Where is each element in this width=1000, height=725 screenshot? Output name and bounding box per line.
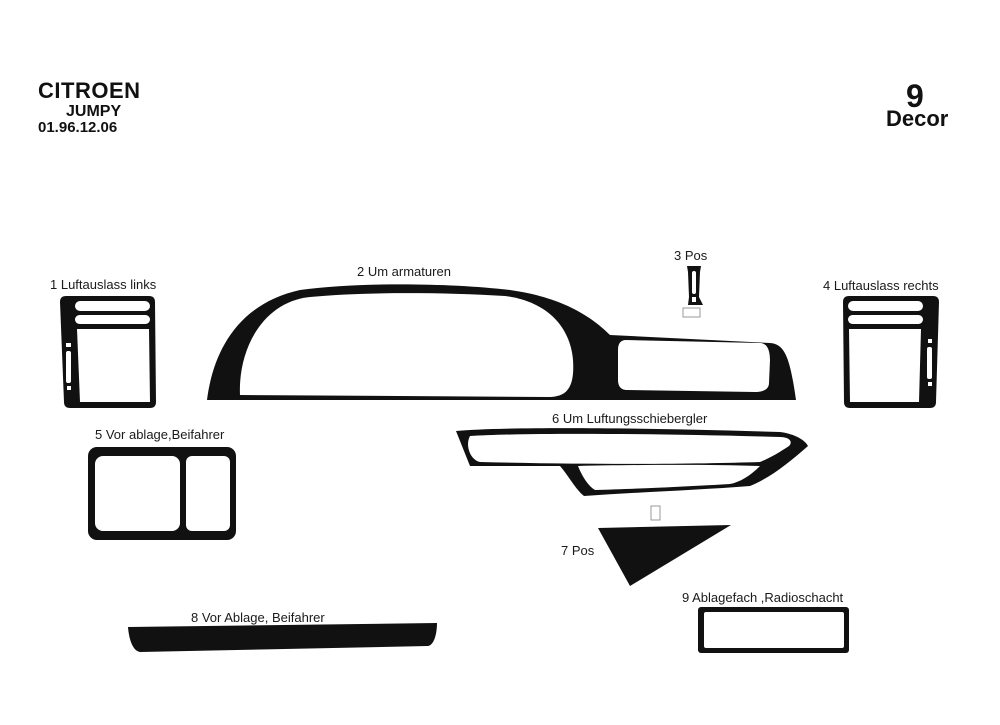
part-2-instrument-surround-shape	[207, 284, 796, 400]
part-3-label: 3 Pos	[674, 248, 708, 263]
part-3-position-piece-shape	[687, 266, 703, 305]
part-2-label: 2 Um armaturen	[357, 264, 451, 279]
part-7-triangle-piece-shape	[598, 525, 731, 586]
part-3-position-marker	[682, 307, 701, 318]
part-8-label: 8 Vor Ablage, Beifahrer	[191, 610, 325, 625]
part-6-label: 6 Um Luftungsschiebergler	[552, 411, 708, 426]
part-4-right-air-vent-shape	[843, 296, 939, 408]
part-1-label: 1 Luftauslass links	[50, 277, 157, 292]
part-6-position-marker	[650, 505, 661, 521]
production-dates: 01.96.12.06	[38, 119, 118, 136]
part-6-vent-slider-surround-shape	[456, 428, 808, 496]
kit-type: Decor	[886, 106, 949, 131]
part-8-passenger-shelf-strip-shape	[128, 623, 437, 652]
part-5-passenger-storage-shape	[88, 447, 236, 540]
brand-title: CITROEN	[38, 78, 141, 103]
part-4-label: 4 Luftauslass rechts	[823, 278, 939, 293]
model-name: JUMPY	[66, 103, 122, 120]
kit-piece-count: 9	[906, 78, 924, 114]
part-5-label: 5 Vor ablage,Beifahrer	[95, 427, 225, 442]
part-1-left-air-vent-shape	[60, 296, 156, 408]
part-9-radio-bay-frame-shape	[698, 607, 849, 653]
part-9-label: 9 Ablagefach ,Radioschacht	[682, 590, 844, 605]
part-7-label: 7 Pos	[561, 543, 595, 558]
